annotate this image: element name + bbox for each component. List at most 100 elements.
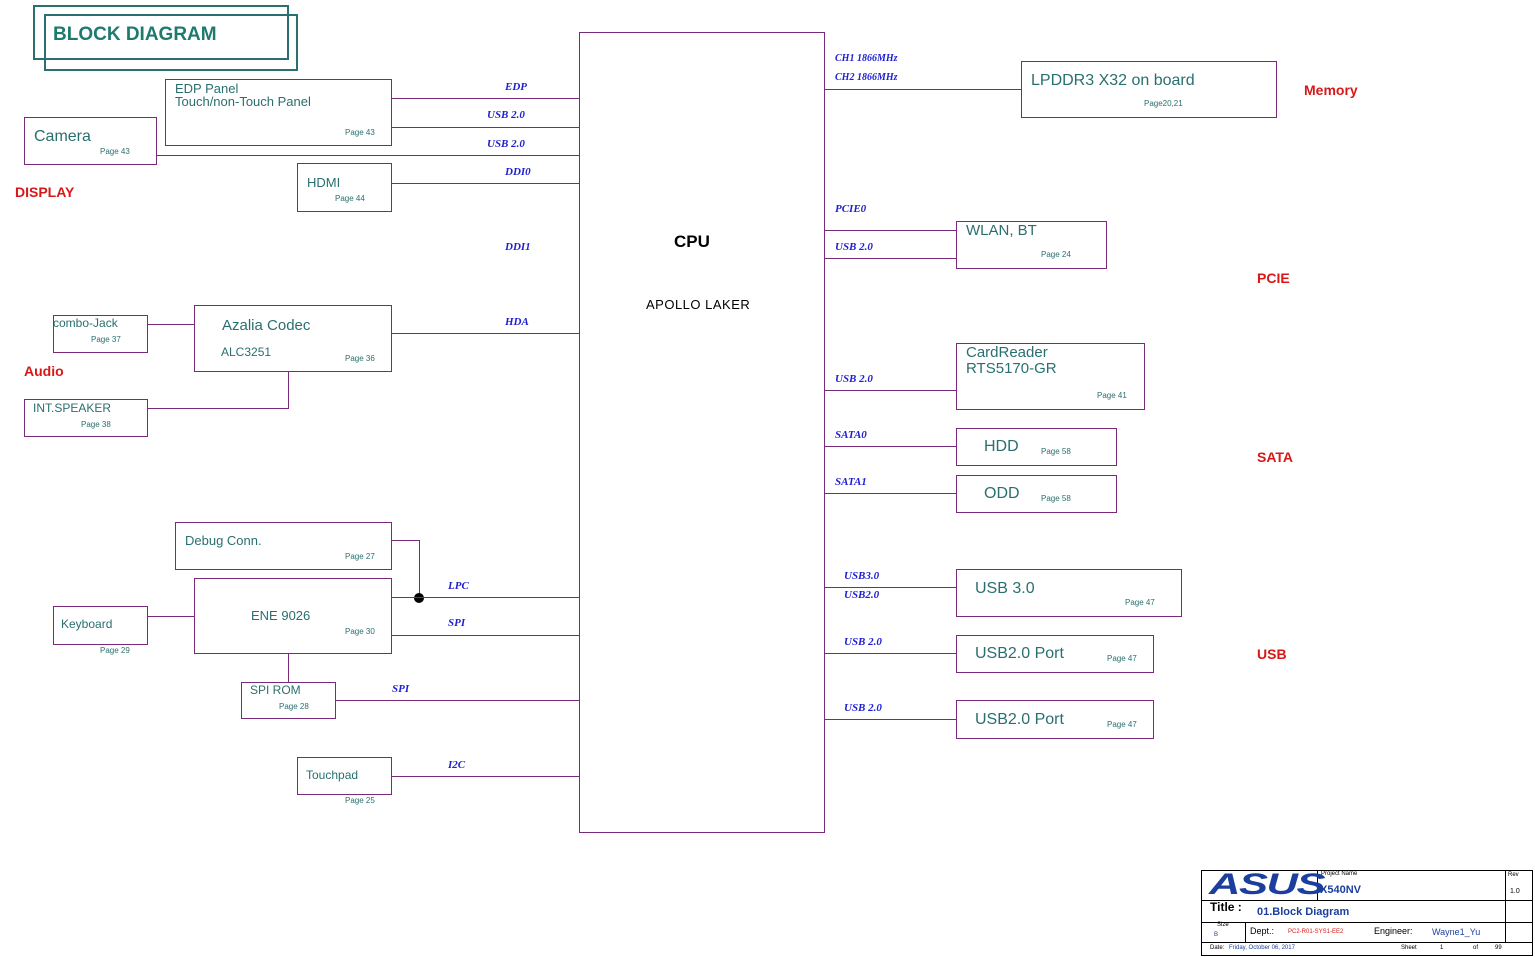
usb-camera-line [157,155,579,156]
edp-panel-block[interactable] [165,79,392,146]
edp-page-ref: Page 43 [345,128,375,137]
pcie0-line [825,230,956,231]
usb2-port-1-label: USB2.0 Port [975,645,1064,662]
title-block-divider-3 [1201,922,1533,923]
signal-ddi1: DDI1 [505,241,531,253]
odd-block[interactable] [956,475,1117,513]
engineer-value: Wayne1_Yu [1432,927,1481,937]
keyboard-label: Keyboard [61,617,113,631]
sata1-line [825,493,956,494]
ene-9026-block[interactable] [194,578,392,654]
signal-ddi0: DDI0 [505,166,531,178]
combo-jack-label: combo-Jack [53,316,118,330]
title-frame-inner [44,14,298,71]
keyboard-block[interactable] [53,606,148,645]
signal-usb-port1: USB 2.0 [844,636,882,648]
keyboard-page-ref: Page 29 [100,646,130,655]
cardreader-page-ref: Page 41 [1097,391,1127,400]
title-block-divider-2 [1201,942,1533,943]
signal-sata0: SATA0 [835,429,867,441]
usb2-port-1-block[interactable] [956,635,1154,673]
usb-wlan-line [825,258,956,259]
debug-conn-block[interactable] [175,522,392,570]
cardreader-label: CardReader [966,344,1048,361]
lpc-line [392,597,579,598]
debug-line-v [419,540,420,598]
edp-panel-label-2: Touch/non-Touch Panel [175,94,311,109]
usb-port1-line [825,653,956,654]
odd-label: ODD [984,485,1020,502]
azalia-codec-page-ref: Page 36 [345,354,375,363]
touchpad-block[interactable] [297,757,392,795]
spi-rom-line [336,700,579,701]
cpu-block[interactable] [579,32,825,833]
usb3-line [825,587,956,588]
cardreader-block[interactable] [956,343,1145,410]
usb3-page-ref: Page 47 [1125,598,1155,607]
title-label: Title : [1210,900,1242,914]
edp-line [392,98,579,99]
debug-conn-label: Debug Conn. [185,533,262,548]
wlan-bt-block[interactable] [956,221,1107,269]
usb2-port-1-page-ref: Page 47 [1107,654,1137,663]
keyboard-ene-line [148,616,194,617]
title-block-vdivider-logo [1317,870,1318,900]
combo-codec-line [148,324,194,325]
memory-line [825,89,1021,90]
hdd-label: HDD [984,438,1019,455]
lpddr3-block[interactable] [1021,61,1277,118]
int-speaker-block[interactable] [24,399,148,437]
usb2-port-2-page-ref: Page 47 [1107,720,1137,729]
project-name-label: Project Name [1321,871,1358,877]
rev-value: 1.0 [1510,888,1520,895]
int-speaker-label: INT.SPEAKER [33,401,112,415]
hdmi-page-ref: Page 44 [335,194,365,203]
sheet-value: 1 [1440,945,1444,951]
combo-jack-block[interactable] [53,315,148,353]
usb3-block[interactable] [956,569,1182,617]
spi-rom-block[interactable] [241,682,336,719]
wlan-bt-label: WLAN, BT [966,222,1037,239]
edp-panel-label: EDP Panel [175,81,239,96]
signal-usb-card: USB 2.0 [835,373,873,385]
page-title: BLOCK DIAGRAM [53,24,217,45]
speaker-drop-line [288,372,289,409]
camera-block[interactable] [24,117,157,165]
camera-label: Camera [34,128,91,145]
title-frame-outer [33,5,289,60]
signal-ch1: CH1 1866MHz [835,53,898,64]
combo-jack-page-ref: Page 37 [91,335,121,344]
odd-page-ref: Page 58 [1041,494,1071,503]
title-block-divider-1 [1201,900,1533,901]
hdd-page-ref: Page 58 [1041,447,1071,456]
azalia-codec-block[interactable] [194,305,392,372]
touchpad-page-ref: Page 25 [345,796,375,805]
hdmi-label: HDMI [307,175,341,190]
cpu-sub-label: APOLLO LAKER [646,297,751,312]
hda-line [392,333,579,334]
signal-ch2: CH2 1866MHz [835,72,898,83]
usb2-port-2-block[interactable] [956,700,1154,739]
signal-spi-ene: SPI [448,617,466,629]
azalia-codec-label: Azalia Codec [222,317,311,334]
speaker-line [148,408,289,409]
signal-pcie0: PCIE0 [835,203,867,215]
dept-label: Dept.: [1250,926,1275,936]
rev-label: Rev [1508,872,1519,878]
signal-spi-rom: SPI [392,683,410,695]
signal-usb-edp: USB 2.0 [487,109,525,121]
ene-9026-page-ref: Page 30 [345,627,375,636]
cpu-label: CPU [674,232,710,251]
of-value: 99 [1495,945,1502,951]
title-block-vdivider-size [1245,922,1246,942]
of-label: of [1473,945,1479,951]
touchpad-label: Touchpad [306,768,359,782]
usb3-label: USB 3.0 [975,580,1035,597]
signal-usb-camera: USB 2.0 [487,138,525,150]
hdmi-block[interactable] [297,163,392,212]
sheet-label: Sheet [1401,945,1417,951]
hdd-block[interactable] [956,428,1117,466]
i2c-line [392,776,579,777]
asus-logo: ASUS [1209,868,1326,901]
signal-sata1: SATA1 [835,476,867,488]
